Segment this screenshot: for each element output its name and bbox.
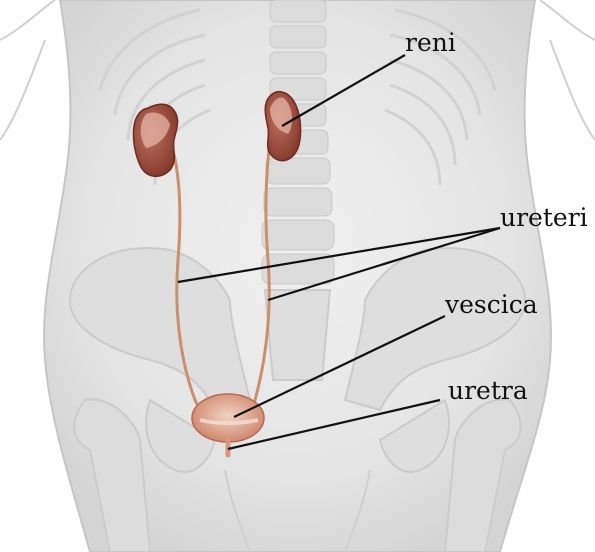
bladder xyxy=(192,394,264,442)
left-arm-contour xyxy=(0,0,55,140)
left-kidney xyxy=(133,104,177,176)
label-uretra: uretra xyxy=(448,378,528,403)
label-vescica: vescica xyxy=(445,292,538,317)
right-arm-contour xyxy=(540,0,595,140)
label-reni: reni xyxy=(405,30,456,55)
label-ureteri: ureteri xyxy=(500,205,588,230)
